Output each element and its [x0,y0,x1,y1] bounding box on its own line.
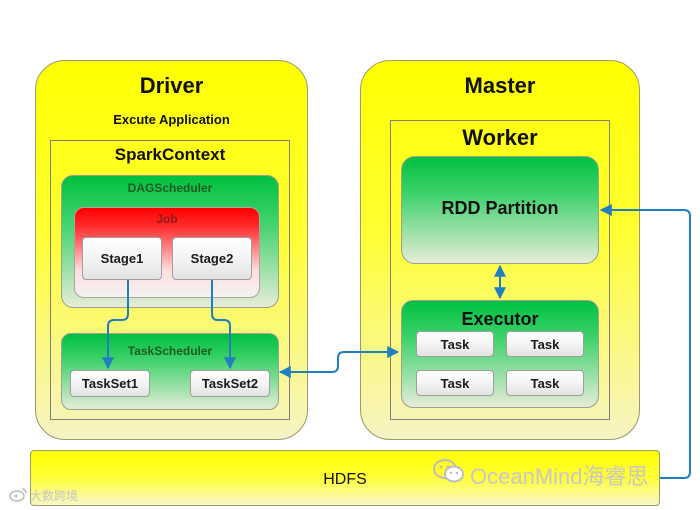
task-button-2[interactable]: Task [506,331,584,357]
hdfs-label: HDFS [323,471,367,488]
task-button-4[interactable]: Task [506,370,584,396]
worker-title: Worker [462,125,538,150]
weibo-icon [8,486,28,502]
spark-context-frame: SparkContext [50,140,290,420]
task-scheduler-title: TaskScheduler [127,344,213,358]
spark-context-title: SparkContext [114,145,226,164]
rdd-partition-box: RDD Partition [401,156,599,264]
stage2-button[interactable]: Stage2 [172,237,252,280]
oceanmind-watermark: OceanMind海睿思 [470,464,649,489]
hdfs-box: HDFS [30,450,660,506]
driver-subtitle: Excute Application [113,112,230,127]
wechat-icon [432,458,466,484]
task-button-3[interactable]: Task [416,370,494,396]
taskset2-button[interactable]: TaskSet2 [190,370,270,397]
left-watermark: 大数跨境 [30,489,79,503]
task-button-1[interactable]: Task [416,331,494,357]
dag-scheduler-title: DAGScheduler [127,181,213,195]
rdd-partition-label: RDD Partition [441,198,559,218]
master-title: Master [464,73,536,98]
driver-title: Driver [139,73,204,98]
stage1-button[interactable]: Stage1 [82,237,162,280]
taskset1-button[interactable]: TaskSet1 [70,370,150,397]
executor-title: Executor [461,309,539,329]
job-title: Job [156,212,178,226]
